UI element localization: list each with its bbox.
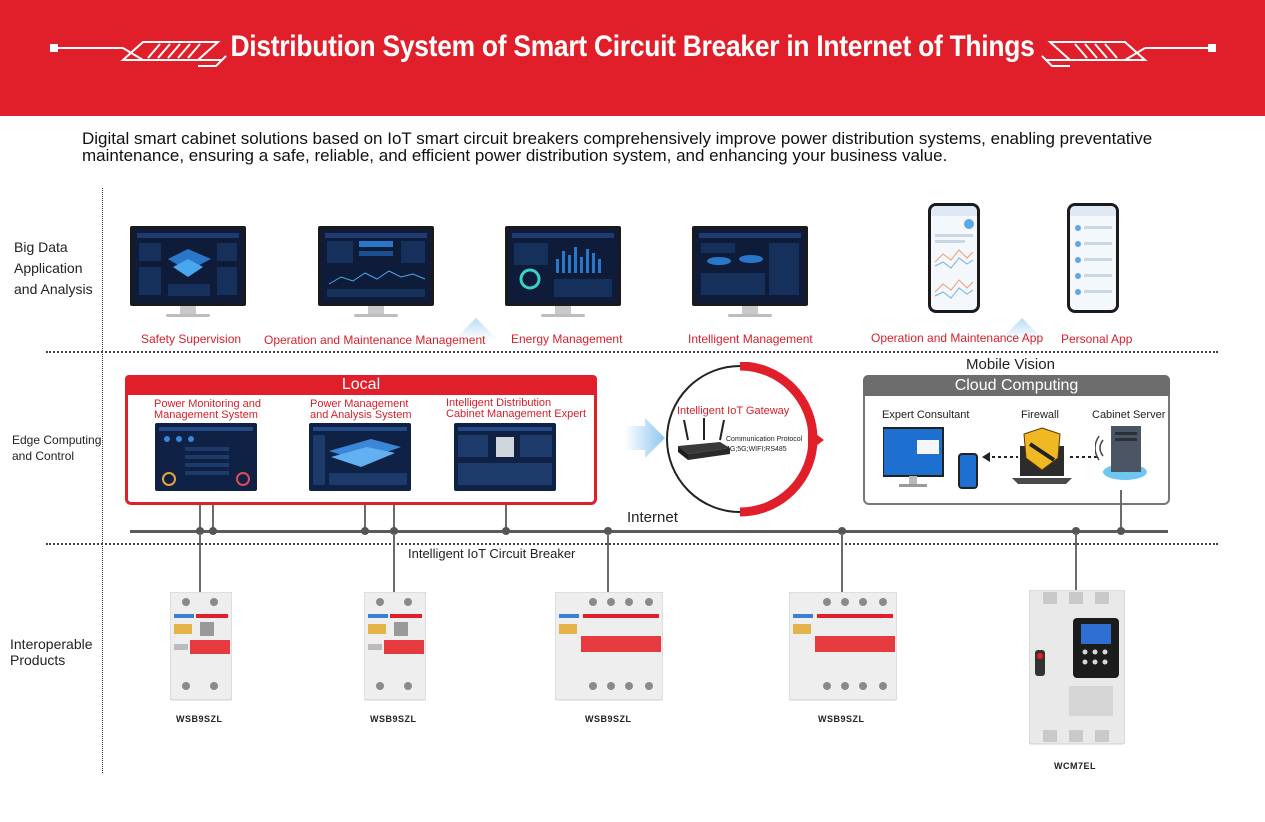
breaker-4p-product <box>789 592 897 701</box>
bus-node <box>604 527 612 535</box>
upload-arrow-right <box>1000 318 1044 340</box>
local-link-2 <box>212 505 214 531</box>
arrow-to-gateway <box>625 418 665 458</box>
gateway-ring <box>666 362 824 517</box>
bus-node <box>209 527 217 535</box>
caption-om: Operation and Maintenance Management <box>264 333 486 347</box>
product-link-4 <box>841 533 843 593</box>
internet-bus <box>130 530 1168 533</box>
gateway-label: Intelligent IoT Gateway <box>677 405 790 417</box>
breaker-2p-product <box>364 592 426 701</box>
firewall-label: Firewall <box>1021 409 1059 421</box>
cabinet-server-icon <box>1095 426 1147 480</box>
gateway-device <box>678 418 730 460</box>
expert-label: Expert Consultant <box>882 409 970 421</box>
row-label-products: Interoperable Products <box>10 636 93 668</box>
product-link-3 <box>607 533 609 593</box>
local-link-4 <box>393 505 395 531</box>
system-3-screen <box>454 423 556 491</box>
caption-energy: Energy Management <box>511 332 623 346</box>
system-1-screen <box>155 423 257 491</box>
product-link-1 <box>199 533 201 593</box>
mobile-vision-label: Mobile Vision <box>966 356 1055 373</box>
breaker-4p-product <box>555 592 663 701</box>
personal-app-phone <box>1067 203 1119 313</box>
bus-node <box>361 527 369 535</box>
caption-intelligent: Intelligent Management <box>688 332 813 346</box>
local-header: Local <box>125 375 597 395</box>
product-name-3: WSB9SZL <box>585 714 632 724</box>
local-link-5 <box>505 505 507 531</box>
cloud-link <box>1120 490 1122 531</box>
om-app-phone <box>928 203 980 313</box>
local-link-3 <box>364 505 366 531</box>
row-label-big-data: Big Data Application and Analysis <box>14 239 93 297</box>
caption-safety: Safety Supervision <box>141 332 242 346</box>
bus-node <box>502 527 510 535</box>
row-divider-2 <box>46 543 1218 545</box>
product-name-1: WSB9SZL <box>176 714 223 724</box>
local-link-1 <box>199 505 201 531</box>
product-link-2 <box>393 533 395 593</box>
firewall-shield-icon <box>1012 427 1072 484</box>
arrow-firewall-to-expert <box>982 452 1018 462</box>
row-label-edge: Edge Computing and Control <box>12 433 102 463</box>
breaker-label: Intelligent IoT Circuit Breaker <box>408 546 576 561</box>
wcm7el-breaker-product <box>1029 590 1125 745</box>
row-divider-1 <box>46 351 1218 353</box>
system-2-screen <box>309 423 411 491</box>
caption-personal: Personal App <box>1061 332 1133 346</box>
intro-text: Digital smart cabinet solutions based on… <box>82 129 1153 165</box>
bus-node <box>1072 527 1080 535</box>
left-circuit-decoration <box>50 41 227 67</box>
expert-workstation-icon <box>883 427 978 489</box>
bus-node <box>196 527 204 535</box>
upload-arrow-left <box>454 318 498 340</box>
dashed-link-server-firewall <box>1070 456 1100 458</box>
product-name-5: WCM7EL <box>1054 761 1096 771</box>
server-label: Cabinet Server <box>1092 409 1166 421</box>
bus-node <box>838 527 846 535</box>
cloud-header: Cloud Computing <box>863 375 1170 396</box>
product-link-5 <box>1075 533 1077 591</box>
bus-node <box>390 527 398 535</box>
bus-node <box>1117 527 1125 535</box>
caption-om-app: Operation and Maintenance App <box>871 331 1044 345</box>
row-label-divider <box>102 188 103 773</box>
page-title: Distribution System of Smart Circuit Bre… <box>230 30 1035 63</box>
product-name-2: WSB9SZL <box>370 714 417 724</box>
breaker-2p-product <box>170 592 232 701</box>
right-circuit-decoration <box>1041 41 1216 67</box>
title-banner <box>0 0 1265 116</box>
product-name-4: WSB9SZL <box>818 714 865 724</box>
internet-label: Internet <box>627 509 678 526</box>
